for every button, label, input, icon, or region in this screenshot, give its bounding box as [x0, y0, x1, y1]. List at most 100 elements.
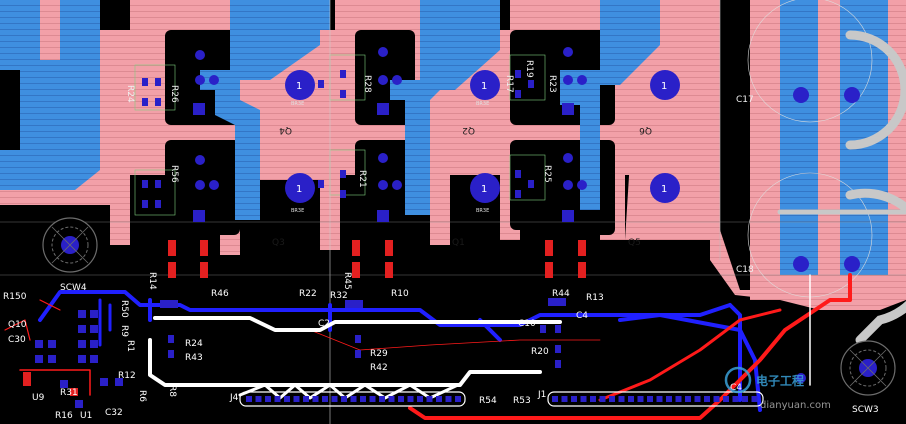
capacitor-outlines [777, 30, 906, 345]
mounting-hole-scw3 [840, 340, 896, 396]
label-r21: R21 [357, 170, 367, 188]
smd-cluster [35, 298, 566, 408]
label-r26: R26 [169, 85, 179, 103]
connector-pin [274, 396, 281, 402]
connector-pin [369, 396, 376, 402]
label-r13: R13 [586, 293, 604, 303]
label-r56: R56 [169, 165, 179, 183]
connector-pin [599, 396, 606, 402]
label-j4: J4 [229, 393, 239, 403]
connector-pin [723, 396, 729, 402]
watermark-url: dianyuan.com [760, 400, 831, 411]
label-q6: Q6 [639, 125, 652, 135]
label-q4: Q4 [279, 125, 292, 135]
connector-pin [312, 396, 319, 402]
connector-pin [609, 396, 615, 402]
label-r24b: R24 [185, 339, 203, 349]
label-r25: R25 [542, 165, 552, 183]
connector-pin [580, 396, 587, 402]
marking-q3: BR3E [291, 208, 304, 214]
label-r22: R22 [299, 289, 317, 299]
label-r44: R44 [552, 289, 570, 299]
connector-pin [571, 396, 577, 402]
label-r32: R32 [330, 291, 348, 301]
connector-pin [284, 396, 290, 402]
connector-pin [303, 396, 309, 402]
connector-pin [694, 396, 701, 402]
label-r16: R16 [55, 411, 73, 421]
label-r28: R28 [362, 75, 372, 93]
connector-pin [637, 396, 644, 402]
label-u9: U9 [32, 393, 45, 403]
label-scw3: SCW3 [852, 405, 879, 415]
label-q3: Q3 [272, 238, 285, 248]
label-r43: R43 [185, 353, 203, 363]
connector-pin [417, 396, 423, 402]
connector-pin [436, 396, 442, 402]
label-j1: J1 [537, 390, 546, 400]
label-r150: R150 [3, 292, 27, 302]
label-c18: C18 [736, 265, 754, 275]
connector-j4 [239, 391, 466, 407]
connector-pin [255, 396, 262, 402]
label-r54: R54 [479, 396, 497, 406]
label-c4: C4 [576, 311, 588, 321]
connector-pin [666, 396, 672, 402]
watermark: 电子工程 dianyuan.com [724, 366, 831, 411]
label-r1: R1 [125, 340, 135, 352]
connector-pin [360, 396, 366, 402]
connector-j1 [547, 391, 764, 407]
label-c4b: C4 [730, 383, 742, 393]
connector-pin [675, 396, 682, 402]
label-r42: R42 [370, 363, 388, 373]
resistor-pads [23, 240, 586, 396]
bottom-copper-pour [0, 0, 888, 275]
label-r17: R17 [504, 75, 514, 93]
label-c32: C32 [105, 408, 123, 418]
label-r50: R50 [119, 300, 129, 318]
top-traces [4, 273, 852, 420]
connector-pin [426, 396, 433, 402]
connector-pin [407, 396, 414, 402]
label-r23: R23 [547, 75, 557, 93]
connector-pin [685, 396, 691, 402]
connector-pin [350, 396, 357, 402]
label-r12: R12 [118, 371, 136, 381]
connector-pin [590, 396, 596, 402]
connector-pin [379, 396, 385, 402]
connector-pin [445, 396, 452, 402]
pin1-q2: 1 [481, 81, 487, 92]
label-r14: R14 [147, 272, 157, 290]
connector-pin [647, 396, 653, 402]
connector-pin [246, 396, 252, 402]
label-c2: C2 [318, 319, 330, 329]
label-r20: R20 [531, 347, 549, 357]
label-u1: U1 [80, 411, 92, 421]
white-traces [148, 274, 811, 400]
connector-pin [293, 396, 300, 402]
connector-pin [388, 396, 395, 402]
connector-pin [455, 396, 461, 402]
bottom-traces [38, 290, 762, 412]
label-c10: C10 [518, 319, 536, 329]
connector-pin [732, 396, 739, 402]
mounting-hole-scw4 [42, 217, 98, 273]
label-scw4: SCW4 [60, 283, 87, 293]
pin1-q5: 1 [661, 184, 667, 195]
transistor-tabs [285, 70, 680, 203]
label-q10: Q10 [8, 320, 27, 330]
pin1-q1: 1 [481, 184, 487, 195]
label-r10: R10 [391, 289, 409, 299]
pin1-q4: 1 [296, 81, 302, 92]
label-r31: R31 [60, 388, 78, 398]
connector-pin [552, 396, 558, 402]
component-labels: R26 R24 R28 R17 R19 R23 R21 R25 R56 Q4 Q… [3, 60, 879, 421]
label-q1: Q1 [452, 238, 465, 248]
label-r29: R29 [370, 349, 388, 359]
connector-pin [265, 396, 271, 402]
connector-pin [704, 396, 710, 402]
watermark-text: 电子工程 [756, 373, 804, 388]
label-c30: C30 [8, 335, 26, 345]
